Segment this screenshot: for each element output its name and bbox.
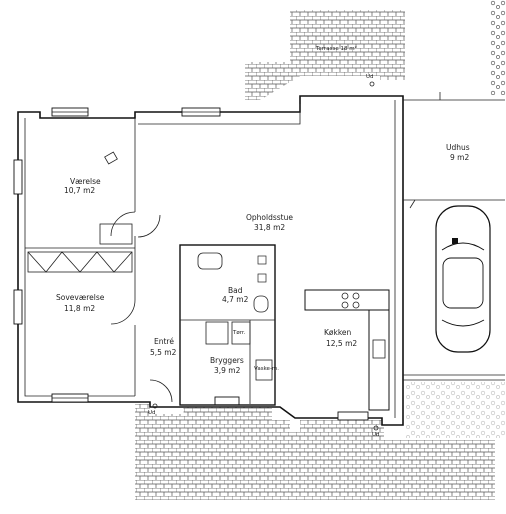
room-opholdsstue-area: 31,8 m2 [254, 223, 285, 232]
room-entre-name: Entré [154, 337, 174, 346]
kitchen-counter-right [368, 309, 390, 411]
window-left-upper [13, 159, 23, 195]
room-entre-area: 5,5 m2 [150, 348, 177, 357]
terrace-paving [245, 10, 405, 100]
room-bad-name: Bad [228, 286, 243, 295]
laundry-sink [255, 359, 273, 381]
kitchen-sink [372, 339, 386, 359]
exit-label-terrace: Ud [366, 74, 374, 80]
room-koekken-name: Køkken [324, 328, 352, 337]
room-sove-area: 11,8 m2 [64, 304, 95, 313]
room-opholdsstue-name: Opholdsstue [246, 213, 293, 222]
room-udhus-name: Udhus [446, 143, 470, 152]
house-outline [17, 95, 404, 426]
kitchen-counter-top [304, 289, 390, 311]
sink [197, 252, 223, 270]
room-vaerelse-area: 10,7 m2 [64, 186, 95, 195]
washer-label: Vaske-m. [254, 366, 279, 372]
window-left-lower [13, 289, 23, 325]
exit-label-kitchen: Ud [372, 432, 380, 438]
room-bad-area: 4,7 m2 [222, 295, 249, 304]
stool [104, 151, 118, 165]
room-bryggers-name: Bryggers [210, 356, 244, 365]
room-bryggers-area: 3,9 m2 [214, 366, 241, 375]
toilet [253, 295, 269, 313]
hedge-bottom [405, 382, 505, 438]
car [435, 205, 491, 353]
front-paving [135, 404, 495, 500]
bath-fixture-2 [257, 273, 267, 283]
room-koekken-area: 12,5 m2 [326, 339, 357, 348]
room-vaerelse-name: Værelse [70, 177, 101, 186]
exit-label-front: Ud [148, 410, 156, 416]
room-sove-name: Soveværelse [56, 293, 105, 302]
side-paving [183, 404, 290, 432]
tumbler [231, 321, 251, 345]
bath-block [179, 244, 276, 406]
room-udhus-area: 9 m2 [450, 153, 469, 162]
window-bryggers [214, 396, 240, 406]
terrace-label: Terrasse 18 m² [315, 45, 357, 52]
hedge-right [490, 0, 506, 95]
tumbler-label: Tørr. [232, 330, 246, 336]
wardrobe-vaerelse [99, 223, 133, 245]
window-kitchen [337, 411, 369, 421]
washer [205, 321, 229, 345]
bath-fixture-1 [257, 255, 267, 265]
